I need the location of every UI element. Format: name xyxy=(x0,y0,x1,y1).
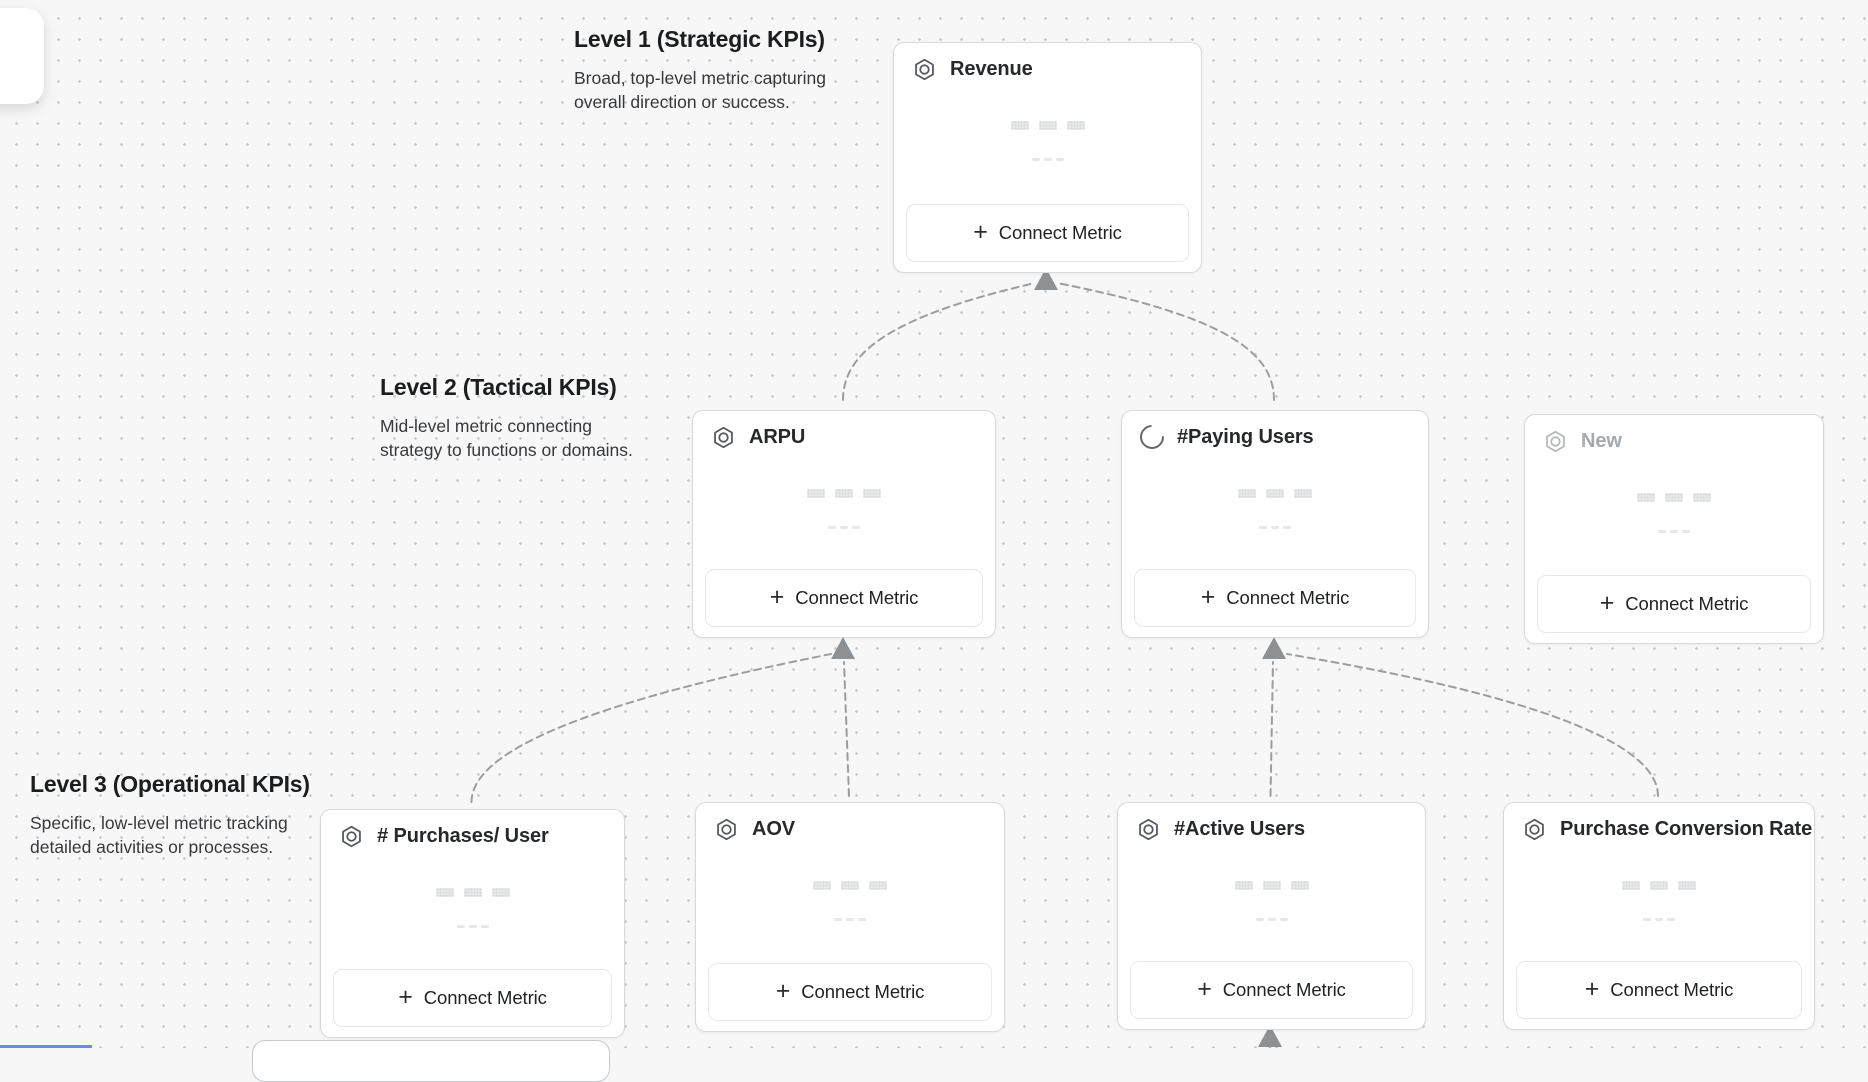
plus-icon: + xyxy=(1197,974,1212,1003)
level-2-legend: Level 2 (Tactical KPIs) Mid-level metric… xyxy=(380,374,633,462)
card-title: New xyxy=(1581,430,1622,452)
card-header: # Purchases/ User xyxy=(339,824,549,849)
edge-offscreen-to-active-users xyxy=(1268,1043,1271,1048)
card-header: AOV xyxy=(714,817,795,842)
plus-icon: + xyxy=(398,982,413,1011)
level-1-title: Level 1 (Strategic KPIs) xyxy=(574,26,825,52)
skeleton-blocks xyxy=(321,888,624,897)
skeleton-blocks xyxy=(1122,489,1428,498)
hexagon-metric-icon xyxy=(1525,818,1544,841)
metric-card-aov[interactable]: AOV + Connect Metric xyxy=(695,802,1005,1032)
level-3-title: Level 3 (Operational KPIs) xyxy=(30,771,310,797)
edge-aov-to-arpu xyxy=(843,661,850,797)
card-title: # Purchases/ User xyxy=(377,825,549,847)
connect-metric-button[interactable]: + Connect Metric xyxy=(1134,569,1416,627)
metric-card-revenue[interactable]: Revenue + Connect Metric xyxy=(893,42,1202,273)
card-title: Purchase Conversion Rate xyxy=(1560,818,1813,840)
plus-icon: + xyxy=(769,582,785,611)
level-2-description: Mid-level metric connecting strategy to … xyxy=(380,416,633,460)
arrowhead-into-paying-users xyxy=(1262,637,1286,659)
metric-card-arpu[interactable]: ARPU + Connect Metric xyxy=(692,410,996,638)
edge-arpu-to-revenue xyxy=(842,282,1036,401)
card-title: #Paying Users xyxy=(1177,425,1314,448)
card-title: #Active Users xyxy=(1174,818,1306,840)
arrowhead-into-arpu xyxy=(831,637,855,659)
skeleton-dashes xyxy=(693,526,995,529)
skeleton-dashes xyxy=(894,158,1201,161)
skeleton-dashes xyxy=(321,925,624,928)
connect-metric-button[interactable]: + Connect Metric xyxy=(705,569,983,627)
connect-metric-button[interactable]: + Connect Metric xyxy=(333,969,612,1027)
level-1-description: Broad, top-level metric capturing overal… xyxy=(574,68,826,112)
connect-metric-button[interactable]: + Connect Metric xyxy=(906,204,1189,262)
edge-pcr-to-paying-users xyxy=(1286,653,1659,797)
edge-purchases-to-arpu xyxy=(470,653,832,803)
connect-metric-button[interactable]: + Connect Metric xyxy=(1516,961,1802,1019)
skeleton-blocks xyxy=(1118,881,1425,890)
metric-card-purchases-per-user[interactable]: # Purchases/ User + Connect Metric xyxy=(320,809,625,1038)
canvas-edge-accent xyxy=(0,1045,92,1048)
card-header: #Paying Users xyxy=(1135,420,1314,454)
plus-icon: + xyxy=(973,217,988,246)
skeleton-blocks xyxy=(1525,493,1823,502)
edge-active-users-to-paying-users xyxy=(1269,661,1274,797)
skeleton-dashes xyxy=(1504,918,1814,921)
metric-card-purchase-conversion-rate[interactable]: Purchase Conversion Rate + Connect Metri… xyxy=(1503,802,1815,1030)
plus-icon: + xyxy=(1200,582,1216,611)
card-header: New xyxy=(1543,429,1622,454)
card-header: #Active Users xyxy=(1136,817,1305,842)
hexagon-metric-icon xyxy=(1139,818,1158,841)
partial-metric-card-bottom[interactable] xyxy=(252,1040,610,1082)
connect-metric-button[interactable]: + Connect Metric xyxy=(708,963,992,1021)
hexagon-metric-icon xyxy=(915,58,934,81)
metric-card-paying-users[interactable]: #Paying Users + Connect Metric xyxy=(1121,410,1429,638)
card-title: ARPU xyxy=(749,426,806,448)
skeleton-blocks xyxy=(894,121,1201,130)
card-header: Purchase Conversion Rate xyxy=(1522,817,1812,842)
hexagon-metric-icon xyxy=(717,818,736,841)
spinner-icon xyxy=(1135,420,1169,454)
level-3-description: Specific, low-level metric tracking deta… xyxy=(30,813,288,857)
metric-card-active-users[interactable]: #Active Users + Connect Metric xyxy=(1117,802,1426,1030)
level-1-legend: Level 1 (Strategic KPIs) Broad, top-leve… xyxy=(574,26,826,114)
connect-metric-button[interactable]: + Connect Metric xyxy=(1130,961,1413,1019)
skeleton-dashes xyxy=(696,918,1004,921)
hexagon-metric-icon xyxy=(714,426,733,449)
skeleton-dashes xyxy=(1118,918,1425,921)
card-title: AOV xyxy=(752,818,796,840)
level-2-title: Level 2 (Tactical KPIs) xyxy=(380,374,617,400)
skeleton-blocks xyxy=(1504,881,1814,890)
connect-metric-button[interactable]: + Connect Metric xyxy=(1537,575,1811,633)
edge-paying-users-to-revenue xyxy=(1056,282,1275,401)
card-header: Revenue xyxy=(912,57,1033,82)
card-header: ARPU xyxy=(711,425,805,450)
floating-tool-widget[interactable] xyxy=(0,8,44,104)
hexagon-metric-icon xyxy=(1546,430,1565,453)
skeleton-blocks xyxy=(696,881,1004,890)
skeleton-dashes xyxy=(1122,526,1428,529)
skeleton-dashes xyxy=(1525,530,1823,533)
plus-icon: + xyxy=(775,976,791,1005)
skeleton-blocks xyxy=(693,489,995,498)
level-3-legend: Level 3 (Operational KPIs) Specific, low… xyxy=(30,771,310,859)
card-title: Revenue xyxy=(950,58,1033,80)
plus-icon: + xyxy=(1584,974,1600,1003)
metric-card-new[interactable]: New + Connect Metric xyxy=(1524,414,1824,644)
plus-icon: + xyxy=(1599,588,1615,617)
hexagon-metric-icon xyxy=(342,825,361,848)
